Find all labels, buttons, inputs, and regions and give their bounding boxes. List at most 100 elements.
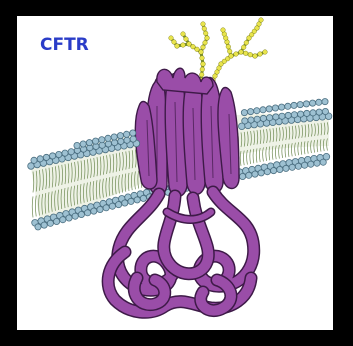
- glycan-bead: [205, 36, 210, 41]
- glycan-bead: [253, 54, 258, 59]
- lipid-head: [43, 154, 49, 160]
- lipid-head: [80, 141, 86, 147]
- lipid-head: [279, 104, 285, 110]
- lipid-head: [85, 210, 91, 216]
- lipid-head: [68, 149, 74, 155]
- lipid-head: [105, 135, 111, 141]
- lipid-head: [260, 107, 266, 113]
- lipid-head: [277, 166, 283, 172]
- lipid-head: [72, 213, 78, 219]
- lipid-head: [124, 131, 130, 137]
- glycan-bead: [200, 56, 205, 61]
- lipid-head: [56, 151, 62, 157]
- lipid-head: [310, 100, 316, 106]
- lipid-head: [285, 103, 291, 109]
- lipid-head: [93, 138, 99, 144]
- lipid-head: [47, 220, 53, 226]
- lipid-head: [62, 150, 68, 156]
- lipid-head: [78, 211, 84, 217]
- lipid-head: [240, 173, 246, 179]
- glycan-bead: [175, 44, 180, 49]
- nucleotide-binding-domains: [108, 192, 254, 312]
- glycan-bead: [259, 18, 264, 23]
- glycan-bead: [239, 50, 244, 55]
- glycan-bead: [187, 42, 192, 47]
- glycan-bead: [203, 31, 208, 36]
- lipid-head: [91, 208, 97, 214]
- lipid-head: [267, 115, 273, 121]
- lipid-head: [295, 163, 301, 169]
- lipid-head: [248, 109, 254, 115]
- lipid-head: [111, 134, 117, 140]
- lipid-head: [86, 140, 92, 146]
- lipid-head: [310, 110, 316, 116]
- lipid-head: [285, 112, 291, 118]
- lipid-head: [266, 106, 272, 112]
- lipid-head: [117, 133, 123, 139]
- glycan-bead: [181, 43, 186, 48]
- glycan-bead: [169, 36, 174, 41]
- lipid-head: [272, 105, 278, 111]
- glycan-bead: [243, 51, 248, 56]
- lipid-head: [116, 202, 122, 208]
- lipid-head: [254, 108, 260, 114]
- glycan-bead: [191, 44, 196, 49]
- glycan-bead: [184, 37, 189, 42]
- lipid-head: [97, 206, 103, 212]
- lipid-head: [118, 138, 124, 144]
- glycan-bead: [201, 62, 206, 67]
- lipid-head: [279, 113, 285, 119]
- lipid-head: [242, 118, 248, 124]
- lipid-head: [273, 114, 279, 120]
- transmembrane-domains: [135, 68, 239, 196]
- lipid-head: [54, 218, 60, 224]
- lipid-head: [99, 137, 105, 143]
- lipid-head: [260, 115, 266, 121]
- lipid-head: [128, 198, 134, 204]
- glycan-bead: [221, 28, 226, 33]
- lipid-head: [246, 172, 252, 178]
- lipid-head: [74, 142, 80, 148]
- glycan-bead: [203, 40, 208, 45]
- lipid-head: [254, 116, 260, 122]
- glycan-bead: [199, 72, 204, 77]
- figure-title: CFTR: [40, 35, 89, 55]
- lipid-head: [37, 156, 43, 162]
- lipid-head: [122, 200, 128, 206]
- lipid-head: [291, 102, 297, 108]
- glycan-bead: [201, 45, 206, 50]
- lipid-head: [124, 137, 130, 143]
- lipid-head: [264, 169, 270, 175]
- lipid-head: [134, 197, 140, 203]
- glycan-bead: [195, 47, 200, 52]
- lipid-head: [60, 217, 66, 223]
- glycan-bead: [226, 44, 231, 49]
- lipid-head: [140, 195, 146, 201]
- glycan-bead: [263, 50, 268, 55]
- glycan-bead: [202, 26, 207, 31]
- lipid-head: [50, 153, 56, 159]
- lipid-head: [35, 224, 41, 230]
- lipid-head: [41, 222, 47, 228]
- glycan-bead: [234, 52, 239, 57]
- lipid-head: [322, 108, 328, 114]
- lipid-head: [316, 109, 322, 115]
- lipid-head: [302, 162, 308, 168]
- protein-loop: [164, 196, 209, 274]
- lipid-head: [289, 164, 295, 170]
- cftr-protein: [108, 68, 254, 312]
- glycan-bead: [248, 52, 253, 57]
- lipid-head: [66, 215, 72, 221]
- glycan-bead: [227, 49, 232, 54]
- glycan-bead: [244, 40, 249, 45]
- lipid-head: [316, 99, 322, 105]
- lipid-head: [283, 165, 289, 171]
- lipid-head: [130, 130, 136, 136]
- lipid-head: [291, 112, 297, 118]
- cftr-illustration: CFTR: [17, 16, 333, 330]
- lipid-head: [271, 168, 277, 174]
- glycan-bead: [181, 32, 186, 37]
- lipid-head: [297, 102, 303, 108]
- glycan-bead: [201, 22, 206, 27]
